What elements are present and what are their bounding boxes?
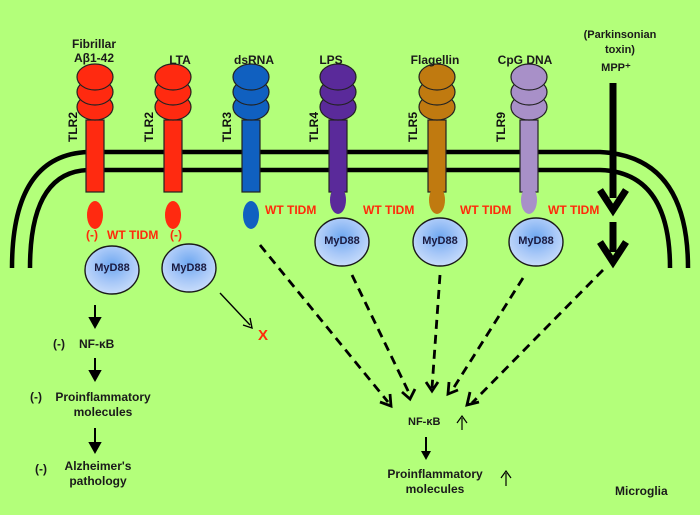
ligand-label-fibrillar-abeta: Fibrillar Aβ1-42 xyxy=(64,37,124,65)
receptor-tip xyxy=(243,201,259,229)
receptor-tip xyxy=(87,201,103,229)
receptor-stalk xyxy=(519,119,539,193)
receptor-tlr2-1 xyxy=(154,63,192,229)
receptor-domain xyxy=(510,63,548,91)
toxin-label: (Parkinsonian toxin) xyxy=(570,28,670,58)
left-nfkb-neg: (-) xyxy=(53,337,65,351)
right-pathway-arrows xyxy=(421,414,512,486)
receptor-label-tlr3: TLR3 xyxy=(220,112,234,142)
myd88-adaptor-4 xyxy=(412,217,468,267)
wt-tidm-label-tlr9: WT TIDM xyxy=(548,203,600,217)
receptor-tlr4-3 xyxy=(319,63,357,214)
receptor-domain xyxy=(232,63,270,91)
myd88-label-2: MyD88 xyxy=(171,262,207,274)
no-effect-label-tlr2-b: (-) xyxy=(170,228,182,242)
receptor-tlr5-4 xyxy=(418,63,456,214)
receptor-tlr2-0 xyxy=(76,63,114,229)
myd88-label-4: MyD88 xyxy=(422,235,458,247)
left-pathway-arrows xyxy=(88,305,102,455)
ligand-label-flagellin: Flagellin xyxy=(410,53,460,67)
dashed-arrow-tlr4 xyxy=(350,274,412,396)
ligand-line: Fibrillar xyxy=(71,37,116,51)
right-proinf-line: Proinflammatory xyxy=(387,467,483,481)
receptor-domain xyxy=(154,63,192,91)
dashed-arrow-tlr9 xyxy=(449,277,525,393)
left-alz-line: Alzheimer's xyxy=(64,459,132,473)
dashed-arrow-heads xyxy=(379,381,480,409)
left-alz-label: Alzheimer's pathology xyxy=(60,459,136,489)
dashed-arrow-tlr3 xyxy=(258,244,390,403)
receptor-stalk xyxy=(163,119,183,193)
myd88-label-5: MyD88 xyxy=(518,235,554,247)
wt-tidm-label-tlr5: WT TIDM xyxy=(460,203,512,217)
dashed-arrow-mpp xyxy=(471,269,604,404)
receptor-tip xyxy=(521,186,537,214)
left-proinf-neg: (-) xyxy=(30,390,42,404)
myd88-adaptor-2 xyxy=(161,243,217,293)
myd88-adaptor-1 xyxy=(84,245,140,295)
receptor-stalk xyxy=(328,119,348,193)
receptor-label-tlr2-a: TLR2 xyxy=(66,112,80,142)
receptor-domain xyxy=(418,63,456,91)
left-nfkb-label: NF-κB xyxy=(79,337,115,351)
receptor-label-tlr5: TLR5 xyxy=(406,112,420,142)
right-nfkb-label: NF-κB xyxy=(408,416,441,428)
receptor-tip xyxy=(330,186,346,214)
wt-tidm-label-tlr3: WT TIDM xyxy=(265,203,317,217)
blocked-arrow xyxy=(219,292,253,330)
receptor-tlr3-2 xyxy=(232,63,270,229)
receptor-label-tlr9: TLR9 xyxy=(494,112,508,142)
receptor-domain xyxy=(319,63,357,91)
receptor-tlr9-5 xyxy=(510,63,548,214)
myd88-adaptor-5 xyxy=(508,217,564,267)
no-effect-label-tlr2-a: (-) xyxy=(86,228,98,242)
microglia-label: Microglia xyxy=(615,484,668,498)
right-proinf-line: molecules xyxy=(405,482,465,496)
wt-tidm-label-tlr2: WT TIDM xyxy=(107,228,159,242)
receptor-label-tlr4: TLR4 xyxy=(307,112,321,142)
blocked-x-mark: X xyxy=(258,327,269,344)
ligand-label-lta: LTA xyxy=(169,53,191,67)
receptor-tip xyxy=(165,201,181,229)
receptor-stalk xyxy=(427,119,447,193)
myd88-label-3: MyD88 xyxy=(324,235,360,247)
left-alz-neg: (-) xyxy=(35,462,47,476)
left-proinf-line: molecules xyxy=(73,405,133,419)
mpp-entry-arrow xyxy=(597,83,629,269)
mpp-label: MPP⁺ xyxy=(601,62,631,74)
receptor-tip xyxy=(429,186,445,214)
left-alz-line: pathology xyxy=(69,474,127,488)
receptor-domain xyxy=(76,63,114,91)
right-proinf-label: Proinflammatory molecules xyxy=(380,467,490,497)
receptor-stalk xyxy=(85,119,105,193)
dashed-arrow-tlr5 xyxy=(430,274,442,389)
myd88-label-1: MyD88 xyxy=(94,262,130,274)
myd88-adaptor-3 xyxy=(314,217,370,267)
toxin-line: (Parkinsonian xyxy=(583,29,657,41)
dashed-activation-arrows xyxy=(258,244,604,404)
left-proinf-label: Proinflammatory molecules xyxy=(50,390,156,420)
left-proinf-line: Proinflammatory xyxy=(55,390,151,404)
ligand-label-cpg-dna: CpG DNA xyxy=(497,53,553,67)
toxin-line: toxin) xyxy=(605,44,635,56)
ligand-label-lps: LPS xyxy=(319,53,343,67)
ligand-label-dsrna: dsRNA xyxy=(233,53,274,67)
receptor-label-tlr2-b: TLR2 xyxy=(142,112,156,142)
ligand-line: Aβ1-42 xyxy=(73,51,114,65)
receptor-stalk xyxy=(241,119,261,193)
wt-tidm-label-tlr4: WT TIDM xyxy=(363,203,415,217)
